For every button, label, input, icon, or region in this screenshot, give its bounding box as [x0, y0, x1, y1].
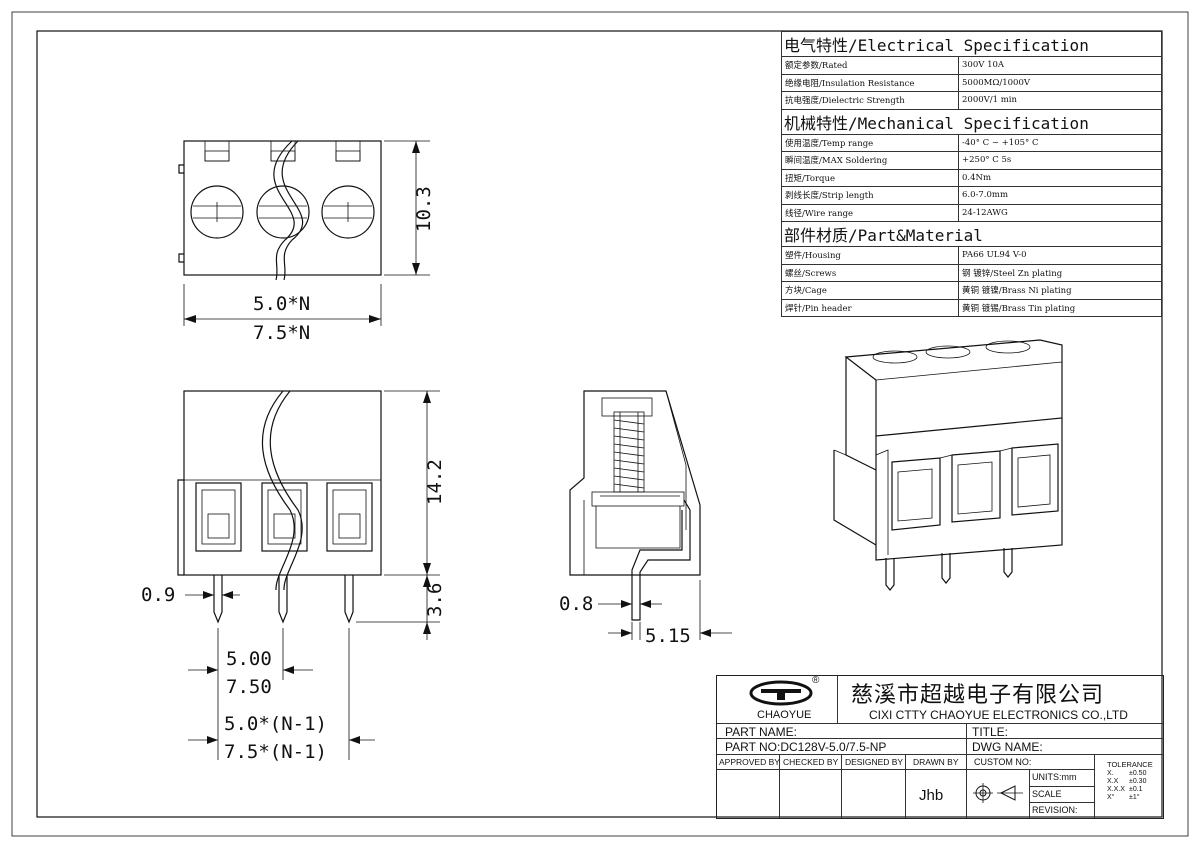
electrical-header: 电气特性/Electrical Specification: [781, 31, 1162, 57]
dim-span-large: 7.5*(N-1): [224, 741, 327, 763]
checked-by-label: CHECKED BY: [783, 757, 839, 767]
drawn-by-value: Jhb: [919, 787, 944, 804]
dim-pin-length: 3.6: [424, 583, 446, 617]
custom-no-label: CUSTOM NO:: [974, 757, 1032, 767]
dim-pin-width: 0.9: [141, 584, 175, 606]
dim-side-offset: 5.15: [645, 625, 691, 647]
side-view: [569, 390, 732, 640]
tolerance-row: X.X±0.30: [1107, 778, 1147, 785]
logo-text: CHAOYUE: [757, 709, 812, 721]
spec-row: 瞬间温度/MAX Soldering+250° C 5s: [781, 151, 1162, 170]
title-label: TITLE:: [972, 725, 1009, 739]
drawn-by-label: DRAWN BY: [913, 757, 959, 767]
revision-label: REVISION:: [1032, 805, 1078, 815]
dim-pin-pitch-small: 5.00: [226, 648, 272, 670]
company-name-cn: 慈溪市超越电子有限公司: [851, 683, 1105, 708]
front-view: [177, 390, 440, 760]
projection-symbol-icon: [973, 783, 1023, 803]
approved-by-label: APPROVED BY: [719, 757, 780, 767]
dim-front-height: 14.2: [424, 459, 446, 505]
designed-by-label: DESIGNED BY: [845, 757, 904, 767]
title-block: ® CHAOYUE 慈溪市超越电子有限公司 CIXI CTTY CHAOYUE …: [716, 675, 1164, 819]
dim-side-pin: 0.8: [559, 593, 593, 615]
dim-top-height: 10.3: [413, 186, 435, 232]
logo-registered-mark: ®: [812, 675, 820, 686]
dim-pitch-large: 7.5*N: [253, 322, 310, 344]
tolerance-row: X.X.X±0.1: [1107, 786, 1143, 793]
scale-label: SCALE: [1032, 789, 1062, 799]
tolerance-row: X.±0.50: [1107, 770, 1147, 777]
tolerance-list: X.±0.50 X.X±0.30 X.X.X±0.1 X°±1°: [1107, 770, 1146, 802]
mechanical-header: 机械特性/Mechanical Specification: [781, 108, 1162, 135]
spec-table: 电气特性/Electrical Specification 额定参数/Rated…: [781, 31, 1162, 317]
tolerance-header: TOLERANCE: [1107, 760, 1153, 769]
dim-pitch-small: 5.0*N: [253, 293, 310, 315]
isometric-view: [833, 339, 1063, 591]
tolerance-row: X°±1°: [1107, 794, 1140, 801]
top-view: [178, 140, 430, 326]
part-no-label: PART NO:DC128V-5.0/7.5-NP: [725, 740, 887, 754]
spec-row: 使用温度/Temp range-40° C ~ +105° C: [781, 133, 1162, 152]
dwg-name-label: DWG NAME:: [972, 740, 1043, 754]
dim-pin-pitch-large: 7.50: [226, 676, 272, 698]
outer-border: [11, 11, 1189, 837]
dim-span-small: 5.0*(N-1): [224, 713, 327, 735]
part-name-label: PART NAME:: [725, 725, 798, 739]
inner-border: [36, 30, 1163, 818]
company-name-en: CIXI CTTY CHAOYUE ELECTRONICS CO.,LTD: [869, 708, 1128, 722]
company-logo: [749, 680, 813, 706]
material-header: 部件材质/Part&Material: [781, 221, 1162, 247]
units-label: UNITS:mm: [1032, 772, 1077, 782]
